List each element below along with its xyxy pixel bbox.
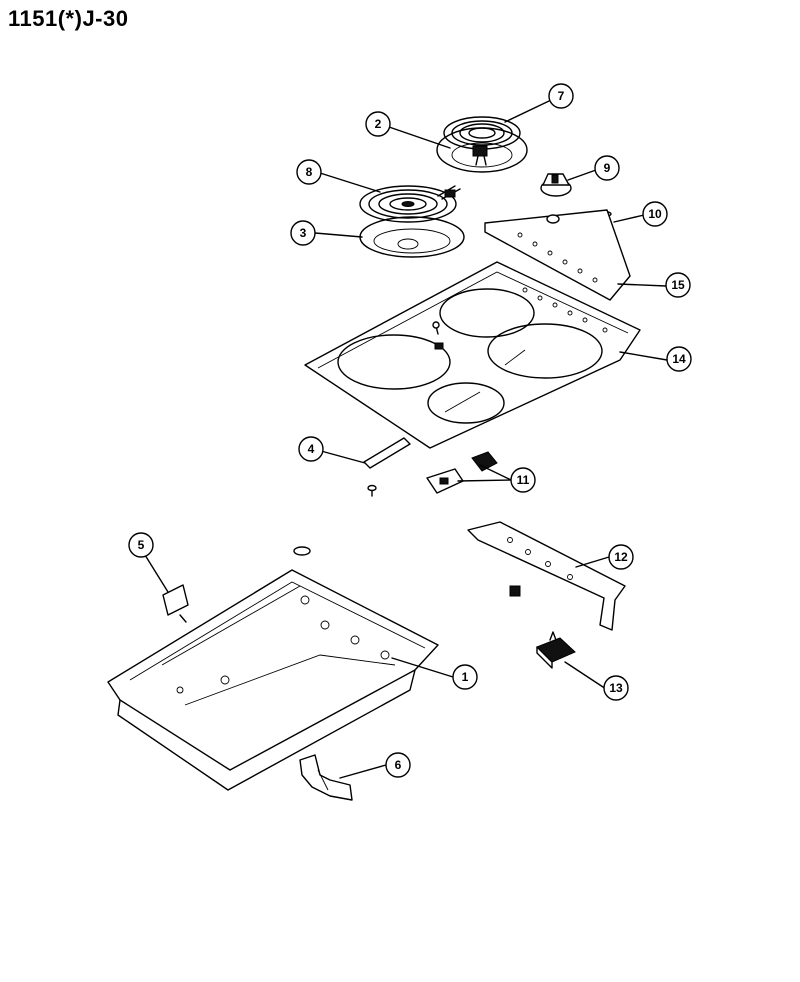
callout-13-label: 13 bbox=[609, 681, 623, 695]
callout-5: 5 bbox=[128, 532, 154, 558]
infinite-switch bbox=[536, 631, 576, 669]
cooktop-top bbox=[304, 261, 641, 449]
side-bracket bbox=[162, 584, 189, 623]
leader-lines bbox=[144, 100, 668, 779]
callout-11-label: 11 bbox=[517, 473, 530, 487]
terminal-block bbox=[426, 451, 498, 494]
conduit-fitting bbox=[299, 754, 353, 801]
switch-bracket bbox=[467, 521, 626, 631]
callout-3-label: 3 bbox=[300, 226, 307, 240]
callout-15: 15 bbox=[665, 272, 691, 298]
callout-8-label: 8 bbox=[306, 165, 313, 179]
diagram-title: 1151(*)J-30 bbox=[8, 6, 129, 31]
surface-element-small bbox=[443, 116, 521, 166]
callout-6-label: 6 bbox=[395, 758, 402, 772]
burner-box bbox=[107, 546, 439, 791]
callout-1: 1 bbox=[452, 664, 478, 690]
callout-12-label: 12 bbox=[614, 550, 628, 564]
callout-14: 14 bbox=[666, 346, 692, 372]
control-panel-strip bbox=[484, 209, 631, 301]
callout-8: 8 bbox=[296, 159, 322, 185]
callout-9-label: 9 bbox=[604, 161, 611, 175]
callout-11: 11 bbox=[510, 467, 536, 493]
callout-13: 13 bbox=[603, 675, 629, 701]
callout-12: 12 bbox=[608, 544, 634, 570]
callout-7-label: 7 bbox=[558, 89, 565, 103]
callout-4: 4 bbox=[298, 436, 324, 462]
callout-4-label: 4 bbox=[308, 442, 315, 456]
callout-9: 9 bbox=[594, 155, 620, 181]
callout-2: 2 bbox=[365, 111, 391, 137]
drip-bowl-large bbox=[359, 216, 465, 258]
callout-7: 7 bbox=[548, 83, 574, 109]
callout-10-label: 10 bbox=[648, 207, 662, 221]
callout-1-label: 1 bbox=[462, 670, 469, 684]
callout-10: 10 bbox=[642, 201, 668, 227]
control-knob bbox=[540, 173, 572, 197]
callout-14-label: 14 bbox=[672, 352, 686, 366]
callout-6: 6 bbox=[385, 752, 411, 778]
callout-5-label: 5 bbox=[138, 538, 145, 552]
surface-element-large bbox=[359, 185, 461, 223]
callout-3: 3 bbox=[290, 220, 316, 246]
callout-15-label: 15 bbox=[671, 278, 685, 292]
support-bracket bbox=[363, 437, 411, 497]
callout-2-label: 2 bbox=[375, 117, 382, 131]
